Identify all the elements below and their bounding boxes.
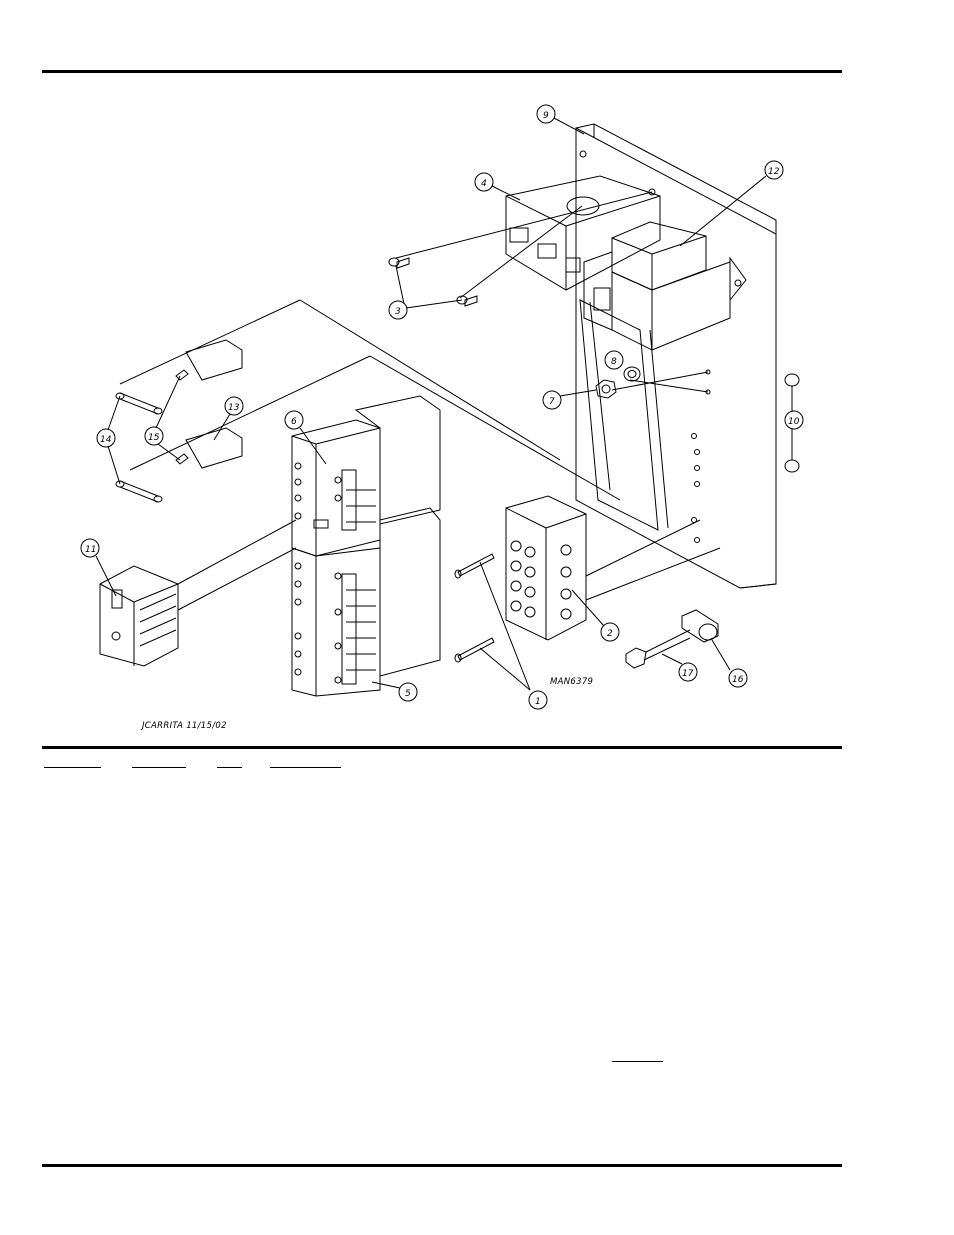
column-header-3 bbox=[217, 757, 242, 768]
callout-4: 4 bbox=[481, 179, 487, 189]
column-header-1 bbox=[44, 757, 101, 768]
callout-3: 3 bbox=[395, 307, 401, 317]
nut-washer bbox=[595, 366, 709, 399]
drawing-number: MAN6379 bbox=[550, 677, 593, 687]
contactor-upper bbox=[291, 395, 441, 557]
strain-relief bbox=[625, 609, 719, 669]
drafter-stamp: JCARRITA 11/15/02 bbox=[140, 721, 227, 731]
fuse-holders bbox=[115, 299, 621, 503]
reference-underline bbox=[612, 1061, 663, 1062]
top-rule bbox=[42, 70, 842, 73]
callout-11: 11 bbox=[85, 545, 96, 555]
callout-numbers: 9 4 12 3 8 7 10 6 13 15 14 11 2 5 1 17 1… bbox=[85, 111, 800, 731]
overload-block bbox=[99, 519, 297, 667]
callout-7: 7 bbox=[549, 397, 555, 407]
column-header-4 bbox=[270, 757, 341, 768]
screws-1 bbox=[454, 553, 531, 691]
callout-9: 9 bbox=[543, 111, 549, 121]
exploded-parts-diagram: 9 4 12 3 8 7 10 6 13 15 14 11 2 5 1 17 1… bbox=[80, 104, 804, 731]
terminal-block bbox=[505, 495, 721, 641]
callout-6: 6 bbox=[291, 417, 297, 427]
screws-3 bbox=[388, 191, 653, 307]
callout-17: 17 bbox=[682, 669, 694, 679]
callout-14: 14 bbox=[100, 435, 112, 445]
callout-8: 8 bbox=[611, 357, 617, 367]
callout-16: 16 bbox=[732, 675, 744, 685]
callout-10: 10 bbox=[788, 417, 800, 427]
callout-12: 12 bbox=[768, 167, 780, 177]
middle-rule bbox=[42, 746, 842, 749]
contactor-lower bbox=[291, 507, 441, 697]
callouts bbox=[80, 104, 804, 710]
callout-13: 13 bbox=[228, 403, 240, 413]
callout-1: 1 bbox=[535, 697, 541, 707]
column-header-2 bbox=[132, 757, 186, 768]
callout-15: 15 bbox=[148, 433, 160, 443]
transformer bbox=[583, 221, 747, 351]
upper-enclosure bbox=[505, 175, 661, 291]
callout-2: 2 bbox=[607, 629, 613, 639]
callout-5: 5 bbox=[405, 689, 411, 699]
bottom-rule bbox=[42, 1164, 842, 1167]
